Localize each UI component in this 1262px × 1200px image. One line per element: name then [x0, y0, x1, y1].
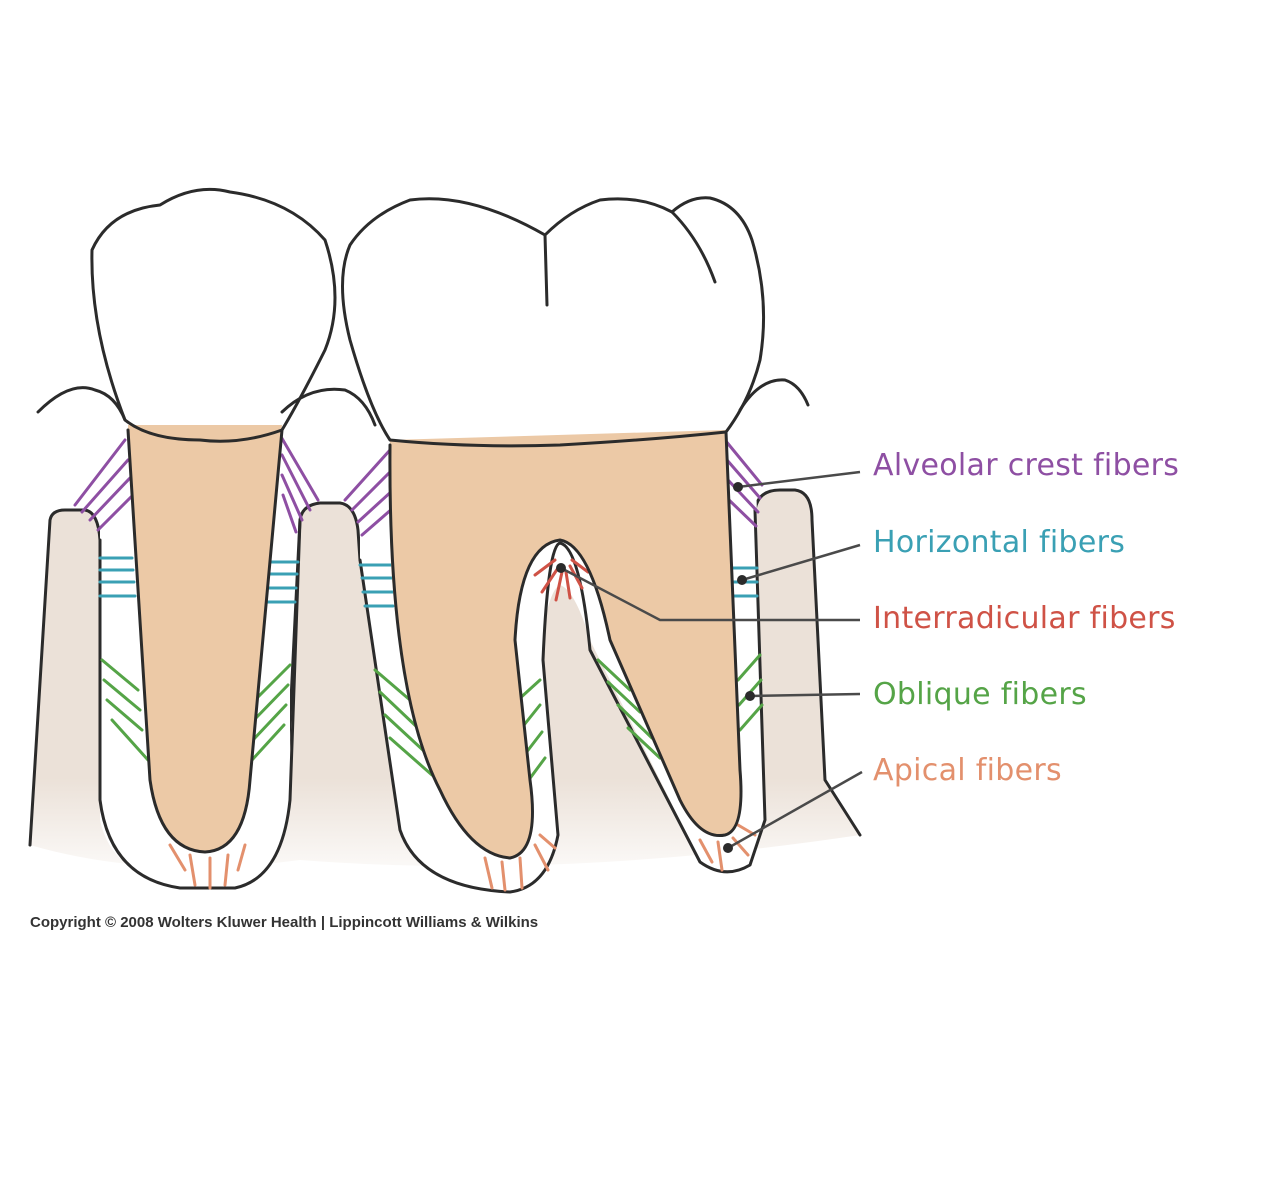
label-oblique-fibers: Oblique fibers — [873, 677, 1087, 712]
apical-pointer-dot — [723, 843, 733, 853]
gingiva-outline — [36, 378, 810, 427]
label-apical-fibers: Apical fibers — [873, 753, 1062, 788]
copyright-notice: Copyright © 2008 Wolters Kluwer Health |… — [30, 914, 538, 931]
horizontal-pointer-dot — [737, 575, 747, 585]
label-interradicular-fibers: Interradicular fibers — [873, 601, 1176, 636]
label-horizontal-fibers: Horizontal fibers — [873, 525, 1125, 560]
tooth-roots — [126, 425, 743, 860]
interradicular-pointer-dot — [556, 563, 566, 573]
apical-fibers — [168, 823, 757, 892]
label-alveolar-crest-fibers: Alveolar crest fibers — [873, 448, 1179, 483]
tooth-crowns — [90, 187, 766, 448]
alveolar-crest-fibers — [73, 433, 764, 537]
leader-lines — [556, 470, 863, 853]
alveolar-crest-pointer-dot — [733, 482, 743, 492]
oblique-pointer-dot — [745, 691, 755, 701]
interradicular-fibers — [533, 558, 590, 602]
